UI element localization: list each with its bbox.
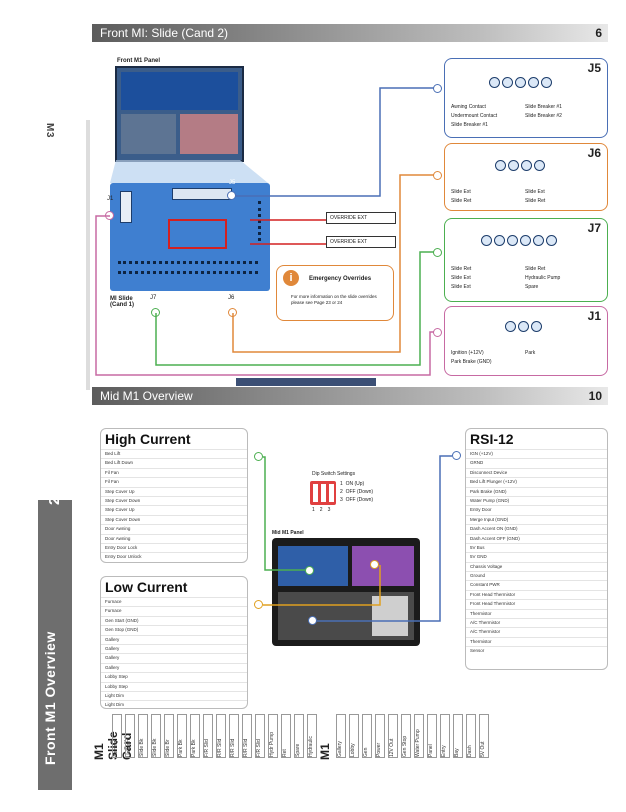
dip-title: Dip Switch Settings (312, 471, 356, 477)
panel-photo-right (180, 114, 238, 154)
section-header-top: Front MI: Slide (Cand 2) 6 (92, 24, 608, 42)
j5-label: J5 (229, 180, 236, 186)
callout-j1: J1 Ignition (+12V)Park Park Brake (GND) (444, 306, 608, 376)
box-title: High Current (105, 431, 191, 447)
override-tag-2: OVERRIDE EXT (326, 236, 396, 248)
info-icon: i (283, 270, 299, 286)
spine-divider (86, 120, 90, 390)
mid-panel-label: Mid M1 Panel (272, 530, 304, 536)
low-current-marker (254, 600, 263, 609)
panel-photo-top (121, 72, 238, 110)
j5-callout-marker (433, 84, 442, 93)
mid-board-right (352, 546, 414, 586)
page-number: 10 (588, 389, 602, 403)
dip-switch (310, 481, 336, 505)
j6-label: J6 (228, 295, 235, 301)
j5-marker (227, 191, 236, 200)
mid-m1-panel-photo (272, 538, 420, 646)
front-m1-panel-photo (115, 66, 244, 162)
dip-settings: 1 ON (Up) 2 OFF (Down) 3 OFF (Down) (340, 481, 374, 503)
dip-slot-1 (313, 484, 318, 502)
callout-title: J5 (587, 61, 601, 75)
panel-label: Front M1 Panel (117, 58, 161, 64)
panel-marker-blue (308, 616, 317, 625)
rsi-marker (452, 451, 461, 460)
section-title: Mid M1 Overview (100, 389, 193, 403)
mid-board-left (278, 546, 348, 586)
connector-pins (489, 77, 552, 88)
board-pins-row1 (118, 261, 258, 268)
callout-title: J6 (587, 146, 601, 160)
override-tag-1: OVERRIDE EXT (326, 212, 396, 224)
dip-slot-3 (329, 484, 334, 502)
bottom-right-title: M1 (318, 743, 332, 760)
spine-title-bar (38, 500, 72, 790)
board-connector-left (120, 191, 132, 223)
panel-marker-orange (370, 560, 379, 569)
box-title: RSI-12 (470, 431, 514, 447)
section-title: Front MI: Slide (Cand 2) (100, 26, 229, 40)
emergency-box: i Emergency Overrides For more informati… (276, 265, 394, 321)
connector-pins (481, 235, 557, 246)
j7-callout-marker (433, 248, 442, 257)
emergency-title: Emergency Overrides (309, 276, 372, 282)
dip-numbers: 123 (312, 507, 336, 513)
connector-pins (505, 321, 542, 332)
board-label: MI Slide (Cand 1) (110, 296, 134, 308)
box-title: Low Current (105, 579, 188, 595)
callout-title: J7 (587, 221, 601, 235)
override-block (168, 219, 227, 249)
mid-board-relay (372, 596, 408, 636)
panel-photo-left (121, 114, 176, 154)
j7-label: J7 (150, 295, 157, 301)
pin-list: Ignition (+12V)Park Park Brake (GND) (451, 350, 536, 365)
page-edge-strip (236, 378, 376, 386)
section-header-mid: Mid M1 Overview 10 (92, 387, 608, 405)
board-pins-row2 (118, 271, 258, 278)
m1-slide-board (110, 183, 270, 291)
j1-callout-marker (433, 328, 442, 337)
panel-marker-green (305, 566, 314, 575)
board-pins-right (228, 201, 261, 241)
high-current-marker (254, 452, 263, 461)
j1-label: J1 (107, 196, 114, 202)
connector-pins (495, 160, 545, 171)
j6-callout-marker (433, 171, 442, 180)
dip-slot-2 (321, 484, 326, 502)
emergency-text: For more information on the slide overri… (291, 294, 377, 305)
page-number: 6 (595, 26, 602, 40)
callout-title: J1 (587, 309, 601, 323)
